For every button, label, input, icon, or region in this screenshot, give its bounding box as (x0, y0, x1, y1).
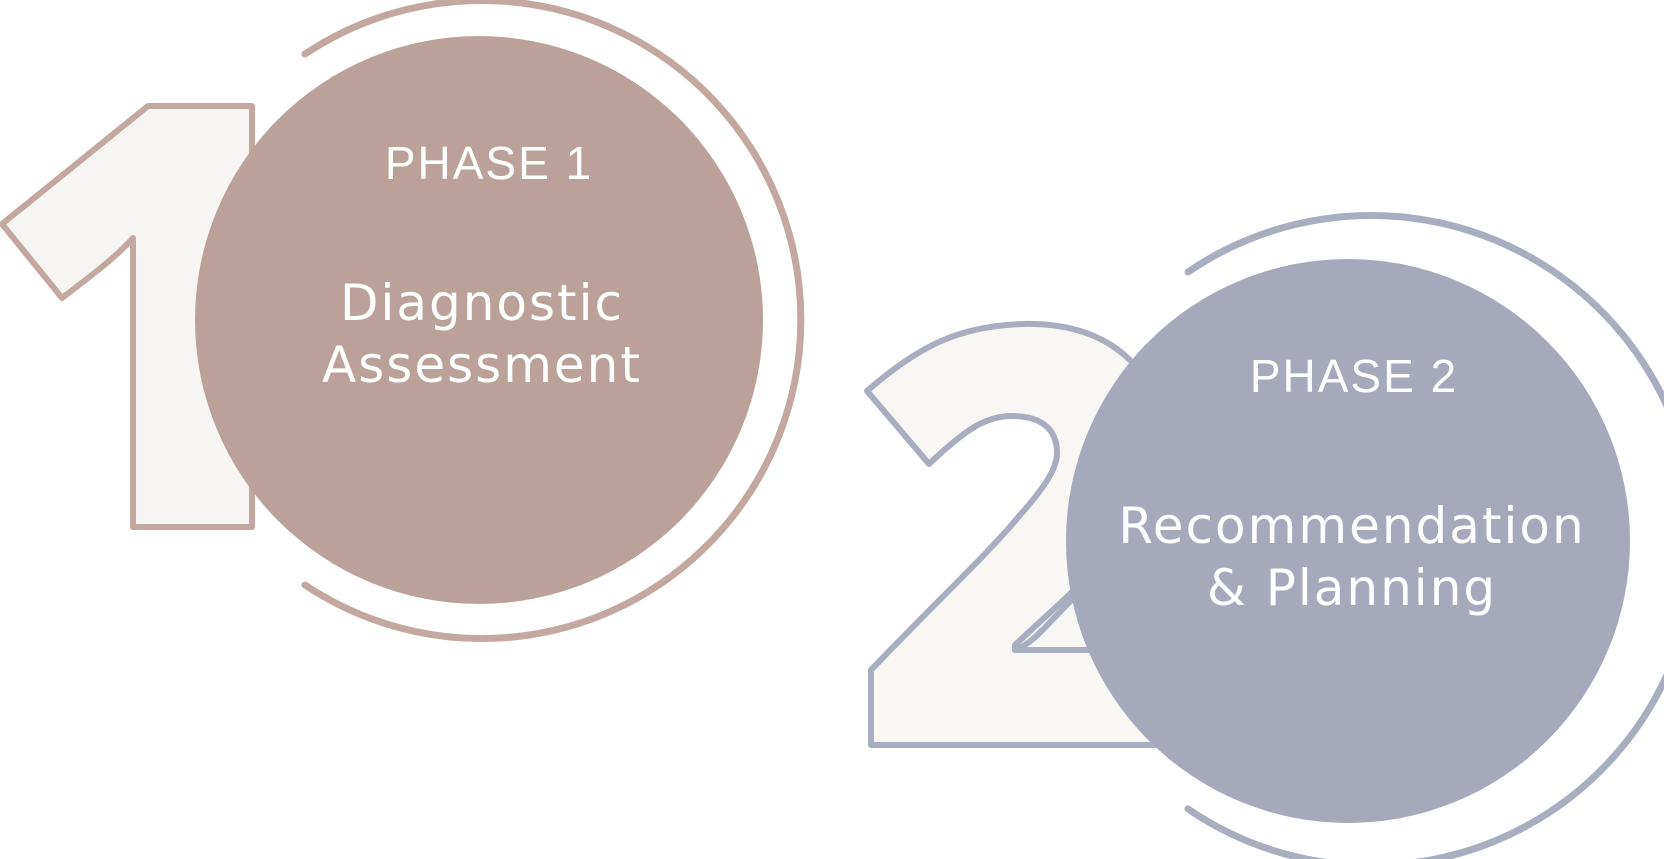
phase-2-outer-arc (1184, 212, 1664, 859)
phase-1-title-line-1: Diagnostic (340, 274, 624, 332)
phase-1-circle (195, 36, 763, 604)
phase-1-label: PHASE 1 (385, 137, 593, 189)
phase-2-title-line-2: & Planning (1207, 559, 1497, 617)
phase-2-title-line-1: Recommendation (1118, 497, 1585, 555)
phase-1-outer-arc (301, 0, 805, 642)
phase-2-group: PHASE 2 Recommendation & Planning (864, 212, 1664, 859)
phase-2-label: PHASE 2 (1250, 350, 1458, 402)
phase-2-circle (1066, 259, 1630, 823)
phase-1-group: PHASE 1 Diagnostic Assessment (0, 0, 805, 642)
numeral-one (0, 103, 255, 530)
phase-1-title-line-2: Assessment (322, 336, 642, 394)
